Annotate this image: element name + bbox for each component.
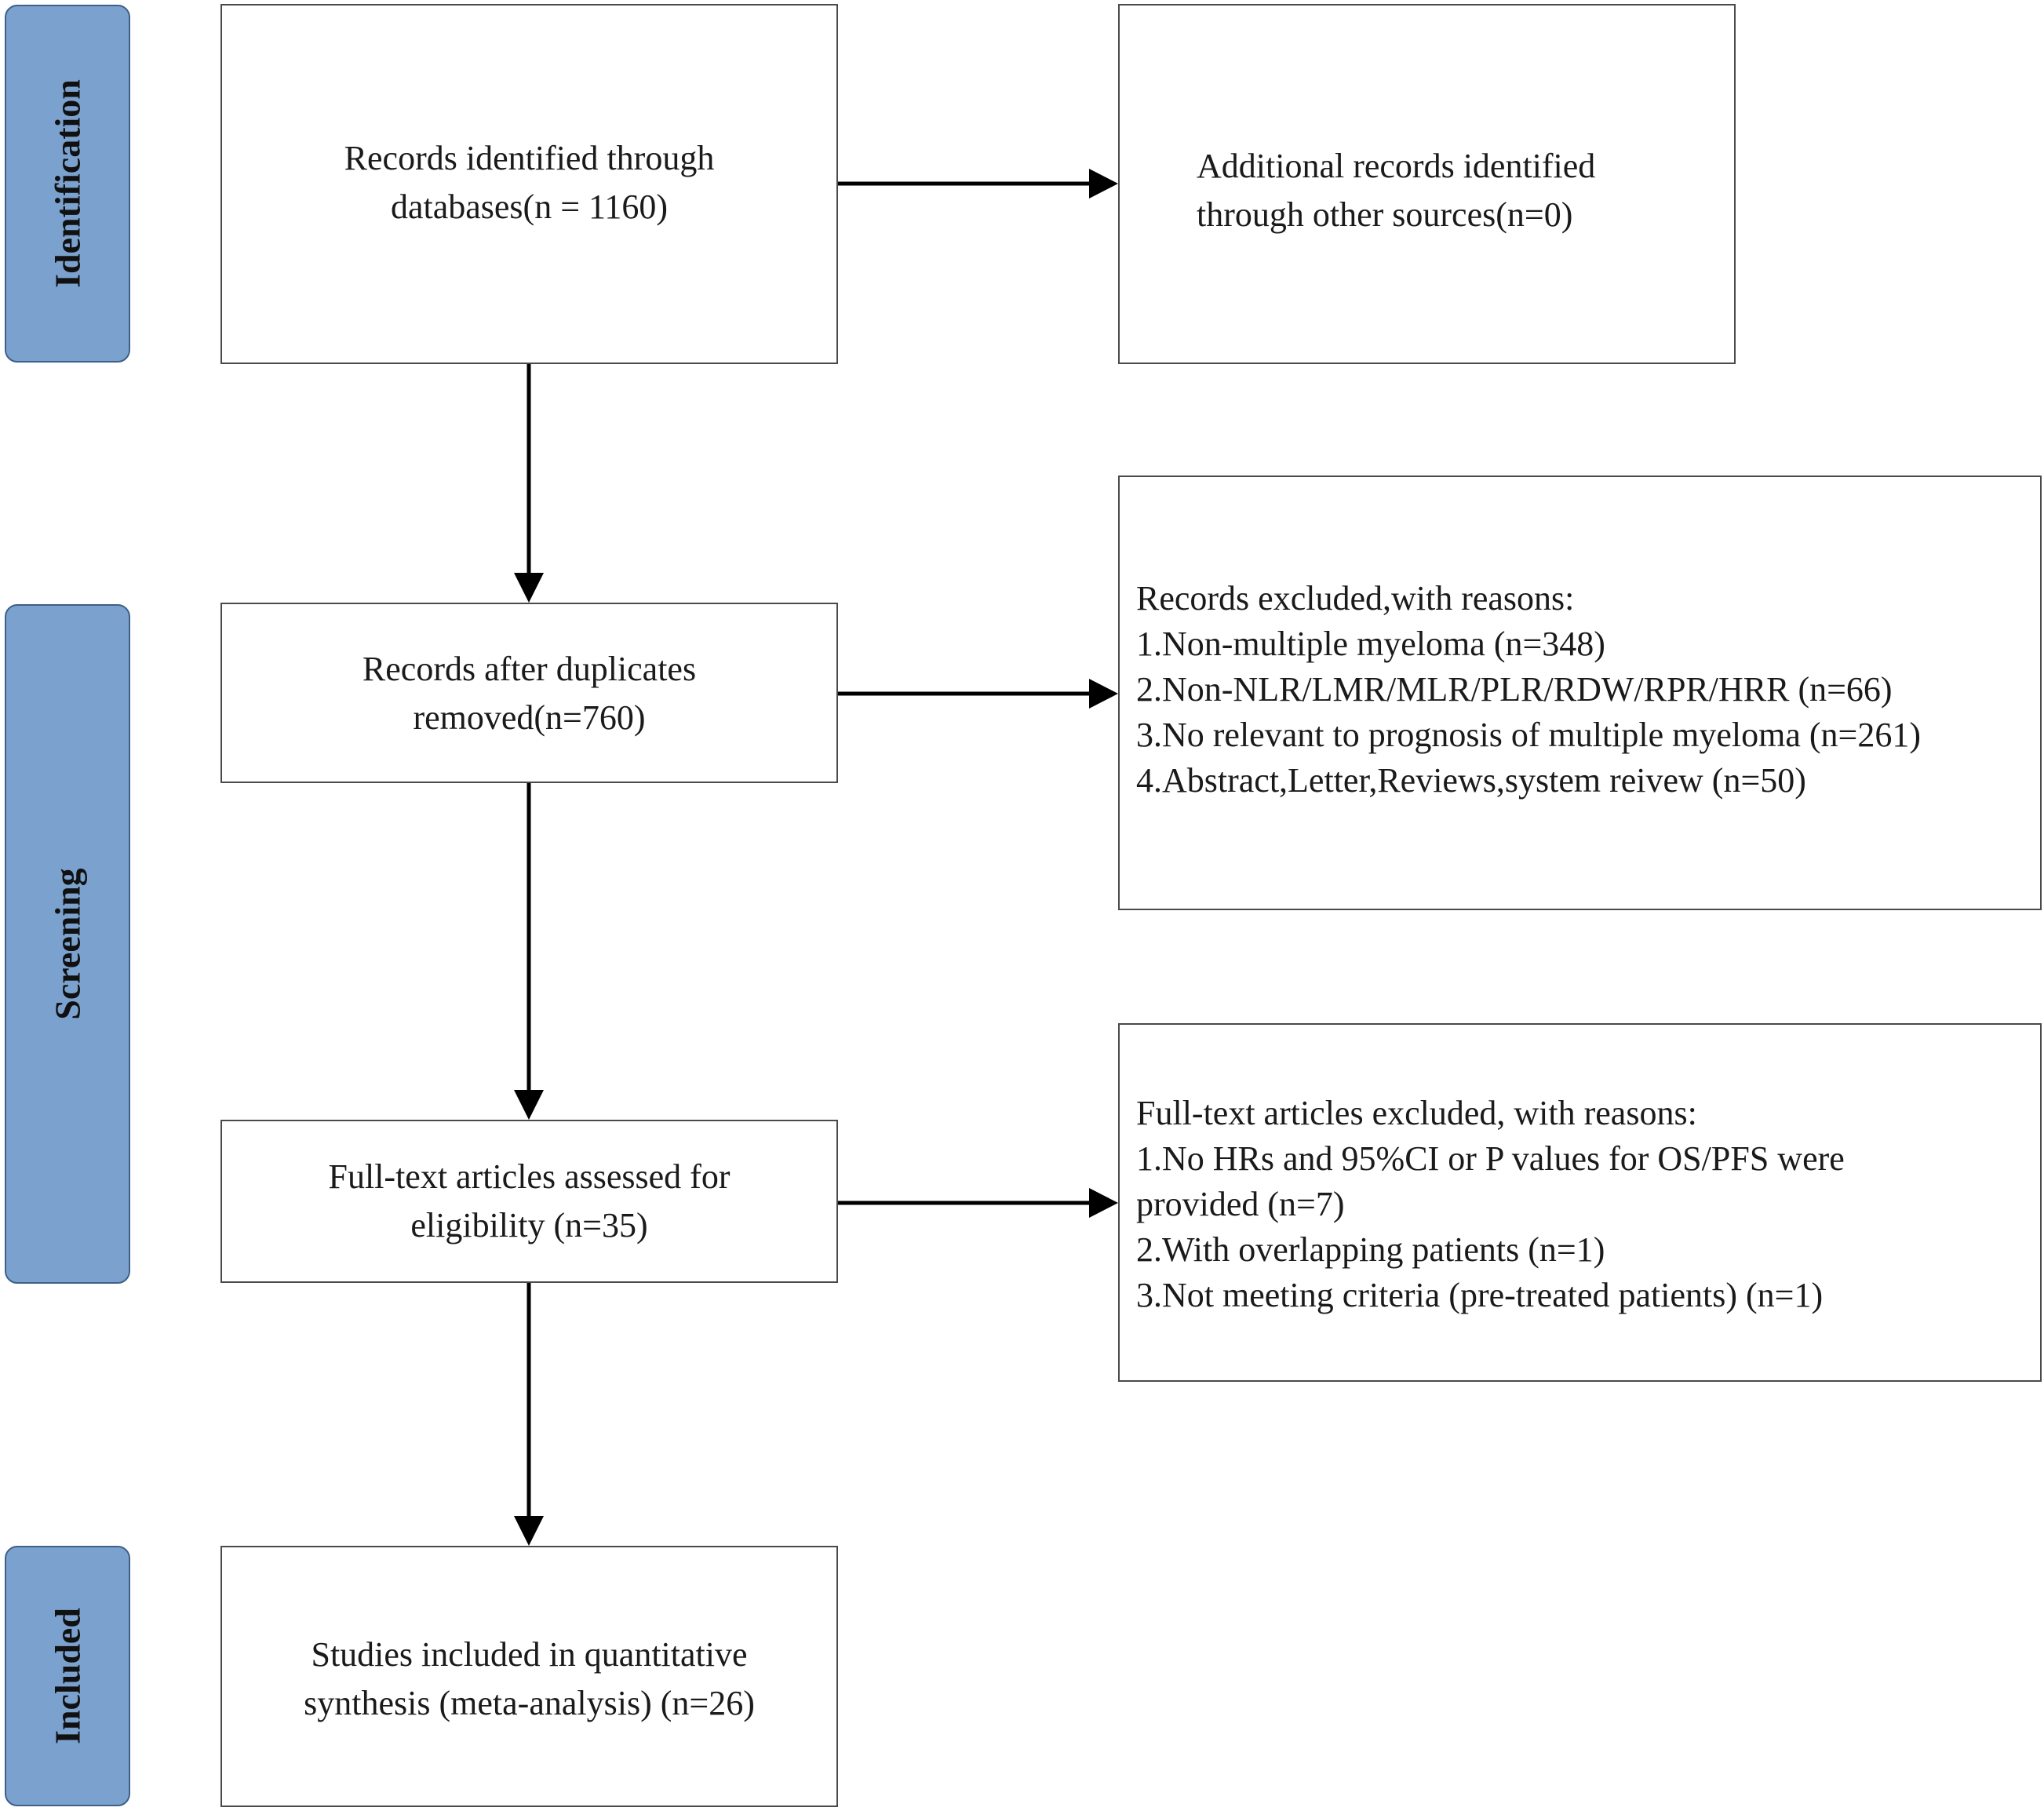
additional-records-line-1: Additional records identified [1197, 147, 1596, 185]
studies-included-line-1: Studies included in quantitative [311, 1635, 748, 1674]
records-identified-box: Records identified through databases(n =… [220, 4, 838, 364]
fulltext-excluded-text: Full-text articles excluded, with reason… [1136, 1091, 1845, 1318]
fulltext-excluded-heading: Full-text articles excluded, with reason… [1136, 1094, 1697, 1132]
records-identified-text: Records identified through databases(n =… [222, 134, 836, 231]
arrow-duplicates-to-excluded [838, 679, 1118, 709]
fulltext-excluded-box: Full-text articles excluded, with reason… [1118, 1023, 2042, 1382]
additional-records-text: Additional records identified through ot… [1197, 142, 1595, 239]
arrow-fulltext-to-included [514, 1283, 544, 1546]
records-identified-line-2: databases(n = 1160) [390, 188, 669, 226]
fulltext-excluded-reason-3: 3.Not meeting criteria (pre-treated pati… [1136, 1276, 1824, 1314]
additional-records-box: Additional records identified through ot… [1118, 4, 1736, 364]
fulltext-excluded-reason-1-cont: provided (n=7) [1136, 1185, 1345, 1223]
records-excluded-reason-4: 4.Abstract,Letter,Reviews,system reivew … [1136, 761, 1806, 800]
records-excluded-box: Records excluded,with reasons: 1.Non-mul… [1118, 476, 2042, 910]
after-duplicates-text: Records after duplicates removed(n=760) [222, 645, 836, 742]
records-excluded-heading: Records excluded,with reasons: [1136, 579, 1575, 618]
after-duplicates-line-2: removed(n=760) [413, 698, 646, 737]
fulltext-assessed-text: Full-text articles assessed for eligibil… [222, 1153, 836, 1250]
fulltext-excluded-reason-1: 1.No HRs and 95%CI or P values for OS/PF… [1136, 1139, 1845, 1178]
after-duplicates-box: Records after duplicates removed(n=760) [220, 603, 838, 783]
records-excluded-reason-3: 3.No relevant to prognosis of multiple m… [1136, 716, 1921, 754]
stage-screening: Screening [5, 604, 130, 1284]
stage-screening-label: Screening [47, 868, 88, 1020]
arrow-fulltext-to-excluded [838, 1188, 1118, 1218]
records-excluded-reason-1: 1.Non-multiple myeloma (n=348) [1136, 625, 1605, 663]
fulltext-assessed-line-2: eligibility (n=35) [410, 1206, 648, 1244]
records-excluded-text: Records excluded,with reasons: 1.Non-mul… [1136, 576, 1921, 803]
after-duplicates-line-1: Records after duplicates [362, 650, 697, 688]
fulltext-excluded-reason-2: 2.With overlapping patients (n=1) [1136, 1230, 1605, 1269]
records-identified-line-1: Records identified through [344, 139, 715, 177]
stage-identification: Identification [5, 5, 130, 363]
studies-included-text: Studies included in quantitative synthes… [222, 1631, 836, 1728]
arrow-identified-to-duplicates [514, 364, 544, 603]
studies-included-box: Studies included in quantitative synthes… [220, 1546, 838, 1807]
fulltext-assessed-line-1: Full-text articles assessed for [328, 1157, 731, 1196]
fulltext-assessed-box: Full-text articles assessed for eligibil… [220, 1120, 838, 1283]
arrow-identified-to-additional [838, 169, 1118, 199]
arrow-duplicates-to-fulltext [514, 783, 544, 1120]
additional-records-line-2: through other sources(n=0) [1197, 195, 1573, 234]
stage-identification-label: Identification [47, 79, 88, 288]
records-excluded-reason-2: 2.Non-NLR/LMR/MLR/PLR/RDW/RPR/HRR (n=66) [1136, 670, 1893, 709]
studies-included-line-2: synthesis (meta-analysis) (n=26) [304, 1684, 755, 1722]
stage-included: Included [5, 1546, 130, 1806]
stage-included-label: Included [47, 1608, 88, 1744]
